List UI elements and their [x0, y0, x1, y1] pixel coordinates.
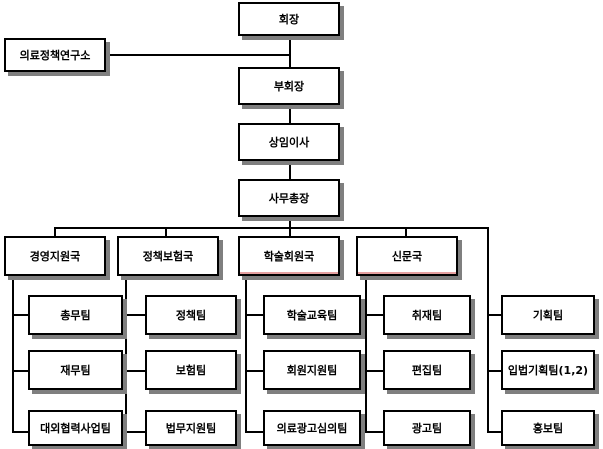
connector-line	[12, 276, 14, 433]
team-box: 편집팀	[383, 350, 471, 390]
department-box: 신문국	[356, 236, 458, 276]
team-box: 입법기획팀(1,2)	[501, 350, 595, 390]
connector-line	[12, 314, 28, 316]
connector-line	[289, 227, 291, 238]
connector-line	[487, 431, 501, 433]
team-box: 취재팀	[383, 295, 471, 335]
connector-line	[487, 227, 489, 433]
institute-box: 의료정책연구소	[4, 38, 106, 72]
team-box: 재무팀	[28, 350, 123, 390]
team-box: 총무팀	[28, 295, 123, 335]
connector-line	[487, 370, 501, 372]
connector-line	[125, 370, 145, 372]
connector-line	[365, 431, 383, 433]
connector-line	[245, 431, 263, 433]
connector-line	[289, 34, 291, 179]
connector-line	[125, 431, 145, 433]
connector-line	[245, 370, 263, 372]
standing-director-box: 상임이사	[238, 123, 340, 161]
connector-line	[487, 314, 501, 316]
team-box: 의료광고심의팀	[263, 410, 361, 446]
connector-line	[289, 208, 291, 236]
connector-line	[54, 227, 56, 238]
connector-line	[365, 370, 383, 372]
connector-line	[125, 276, 127, 433]
connector-line	[365, 276, 367, 433]
team-box: 광고팀	[383, 410, 471, 446]
connector-line	[165, 227, 167, 238]
team-box: 보험팀	[145, 350, 237, 390]
connector-line	[12, 370, 28, 372]
team-box: 홍보팀	[501, 410, 595, 446]
connector-line	[245, 276, 247, 433]
connector-line	[104, 54, 290, 56]
team-box: 학술교육팀	[263, 295, 361, 335]
team-box: 법무지원팀	[145, 410, 237, 446]
connector-line	[125, 314, 145, 316]
team-box: 대외협력사업팀	[28, 410, 123, 446]
connector-line	[365, 314, 383, 316]
department-box: 정책보험국	[117, 236, 219, 276]
department-box: 경영지원국	[4, 236, 106, 276]
vice-chairman-box: 부회장	[238, 67, 340, 105]
team-box: 정책팀	[145, 295, 237, 335]
connector-line	[54, 227, 489, 229]
connector-line	[405, 227, 407, 238]
connector-line	[245, 314, 263, 316]
connector-line	[12, 431, 28, 433]
department-box: 학술회원국	[238, 236, 340, 276]
chairman-box: 회장	[238, 2, 340, 36]
team-box: 회원지원팀	[263, 350, 361, 390]
secretary-general-box: 사무총장	[238, 179, 340, 217]
team-box: 기획팀	[501, 295, 595, 335]
